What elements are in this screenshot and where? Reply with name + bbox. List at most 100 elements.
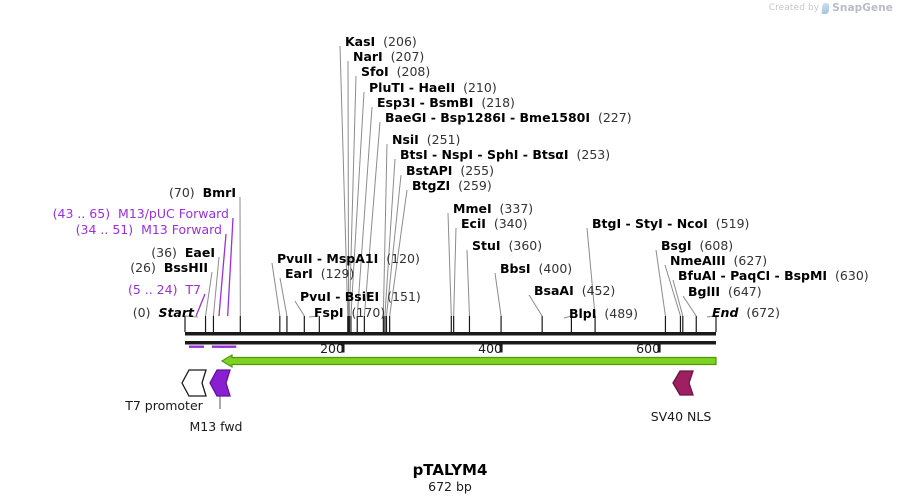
site-label-bsshii[interactable]: (26) BssHII xyxy=(130,261,208,274)
site-label-nari[interactable]: NarI (207) xyxy=(353,50,424,63)
cut-site-mark-ecii xyxy=(453,316,455,332)
leader-line-btgi xyxy=(586,227,596,317)
enzyme-name: PaqCI xyxy=(730,268,771,283)
site-label-bsgi[interactable]: BsgI (608) xyxy=(661,239,733,252)
snapgene-watermark: Created by SnapGene xyxy=(769,2,893,14)
enzyme-name: M13/pUC Forward xyxy=(118,206,229,221)
cut-site-mark-eaei xyxy=(212,316,215,332)
enzyme-name: BtgZI xyxy=(412,178,451,193)
cut-site-mark-start xyxy=(184,316,186,332)
enzyme-name: NmeAIII xyxy=(670,253,726,268)
feature-caption-sv40[interactable]: SV40 NLS xyxy=(650,409,712,424)
leader-line-pluti xyxy=(350,91,365,317)
site-label-stui[interactable]: StuI (360) xyxy=(472,239,542,252)
leader-line-start xyxy=(184,315,199,318)
leader-line-bstapi xyxy=(385,174,402,317)
site-label-m13puc[interactable]: (43 .. 65) M13/pUC Forward xyxy=(53,207,229,220)
enzyme-separator: - xyxy=(415,95,430,110)
site-position: (608) xyxy=(699,238,734,253)
cut-site-mark-fspi xyxy=(318,316,320,332)
leader-line-mmei xyxy=(447,212,452,317)
cut-site-mark-nari xyxy=(347,316,350,332)
enzyme-separator: - xyxy=(312,251,327,266)
site-label-bsaai[interactable]: BsaAI (452) xyxy=(534,284,615,297)
enzyme-name: FspI xyxy=(314,305,344,320)
site-label-esp3i[interactable]: Esp3I - BsmBI (218) xyxy=(377,96,515,109)
enzyme-name: EarI xyxy=(285,266,313,281)
enzyme-separator: - xyxy=(716,268,731,283)
leader-line-eari xyxy=(279,277,288,317)
leader-line-blpi xyxy=(563,315,572,319)
cut-site-mark-nsii xyxy=(382,316,384,332)
site-label-nmeaiii[interactable]: NmeAIII (627) xyxy=(670,254,767,267)
orf-arrow-group xyxy=(220,353,717,369)
site-label-sfoi[interactable]: SfoI (208) xyxy=(361,65,430,78)
enzyme-name: NcoI xyxy=(676,216,708,231)
site-label-blpi[interactable]: BlpI (489) xyxy=(569,307,638,320)
site-label-bglii[interactable]: BglII (647) xyxy=(688,285,762,298)
site-label-t7prim[interactable]: (5 .. 24) T7 xyxy=(128,283,201,296)
orf-arrow xyxy=(220,353,717,369)
site-label-ecii[interactable]: EciI (340) xyxy=(461,217,527,230)
cut-site-mark-sfoi xyxy=(348,316,350,332)
site-label-btgzi[interactable]: BtgZI (259) xyxy=(412,179,492,192)
leader-line-end xyxy=(706,315,717,318)
cut-site-mark-blpi xyxy=(570,316,572,332)
cut-site-mark-bstapi xyxy=(385,316,388,332)
site-label-btgi[interactable]: BtgI - StyI - NcoI (519) xyxy=(592,217,749,230)
site-label-bbsi[interactable]: BbsI (400) xyxy=(500,262,572,275)
enzyme-name: SfoI xyxy=(361,64,389,79)
site-position: (400) xyxy=(538,261,573,276)
site-label-bfuai[interactable]: BfuAI - PaqCI - BspMI (630) xyxy=(678,269,869,282)
cut-site-mark-bsgi xyxy=(664,316,667,332)
leader-line-baegi xyxy=(363,121,381,317)
site-label-fspi[interactable]: FspI (170) xyxy=(314,306,385,319)
site-label-pvuii[interactable]: PvuII - MspA1I (120) xyxy=(277,252,420,265)
site-position: (43 .. 65) xyxy=(52,206,111,221)
leader-line-sfoi xyxy=(348,75,357,317)
site-label-start[interactable]: (0) Start xyxy=(133,306,194,319)
site-label-eaei[interactable]: (36) EaeI xyxy=(151,246,215,259)
leader-line-t7prim xyxy=(195,293,206,317)
enzyme-name: NspI xyxy=(441,147,474,162)
enzyme-name: NarI xyxy=(353,49,383,64)
leader-line-bsshii xyxy=(205,271,213,317)
site-label-btsi[interactable]: BtsI - NspI - SphI - BtsαI (253) xyxy=(400,148,610,161)
leader-line-kasi xyxy=(339,45,349,317)
site-label-bstapi[interactable]: BstAPI (255) xyxy=(406,164,494,177)
site-position: (170) xyxy=(351,305,386,320)
leader-line-m13puc xyxy=(227,217,234,317)
site-label-eari[interactable]: EarI (129) xyxy=(285,267,354,280)
enzyme-name: PluTI xyxy=(369,80,405,95)
leader-line-pvui xyxy=(294,300,305,317)
site-position: (210) xyxy=(463,80,497,95)
site-label-end[interactable]: End (672) xyxy=(712,306,780,319)
enzyme-name: BbsI xyxy=(500,261,531,276)
cut-site-mark-bmri xyxy=(239,316,241,332)
leader-line-esp3i xyxy=(356,106,373,317)
cut-site-mark-btgi xyxy=(594,316,596,332)
site-position: (647) xyxy=(728,284,762,299)
site-label-mmei[interactable]: MmeI (337) xyxy=(453,202,533,215)
site-label-pluti[interactable]: PluTI - HaeII (210) xyxy=(369,81,497,94)
feature-caption-t7p[interactable]: T7 promoter xyxy=(125,398,203,413)
enzyme-name: PvuII xyxy=(277,251,313,266)
site-label-m13fwdp[interactable]: (34 .. 51) M13 Forward xyxy=(76,223,222,236)
site-label-bmri[interactable]: (70) BmrI xyxy=(169,186,236,199)
leader-line-bbsi xyxy=(494,272,502,317)
site-position: (489) xyxy=(604,306,638,321)
plasmid-length: 672 bp xyxy=(428,479,472,494)
leader-line-bfuai xyxy=(672,279,684,317)
site-position: (452) xyxy=(581,283,616,298)
site-label-kasi[interactable]: KasI (206) xyxy=(345,35,417,48)
feature-caption-m13f[interactable]: M13 fwd xyxy=(189,419,243,434)
leader-line-btgzi xyxy=(389,189,408,317)
primer-bar-m13puc xyxy=(218,345,237,348)
enzyme-separator: - xyxy=(404,80,419,95)
site-label-pvui[interactable]: PvuI - BsiEI (151) xyxy=(300,290,421,303)
site-label-nsii[interactable]: NsiI (251) xyxy=(392,133,460,146)
enzyme-name: BaeGI xyxy=(385,110,427,125)
site-position: (207) xyxy=(390,49,425,64)
site-label-baegi[interactable]: BaeGI - Bsp1286I - Bme1580I (227) xyxy=(385,111,632,124)
